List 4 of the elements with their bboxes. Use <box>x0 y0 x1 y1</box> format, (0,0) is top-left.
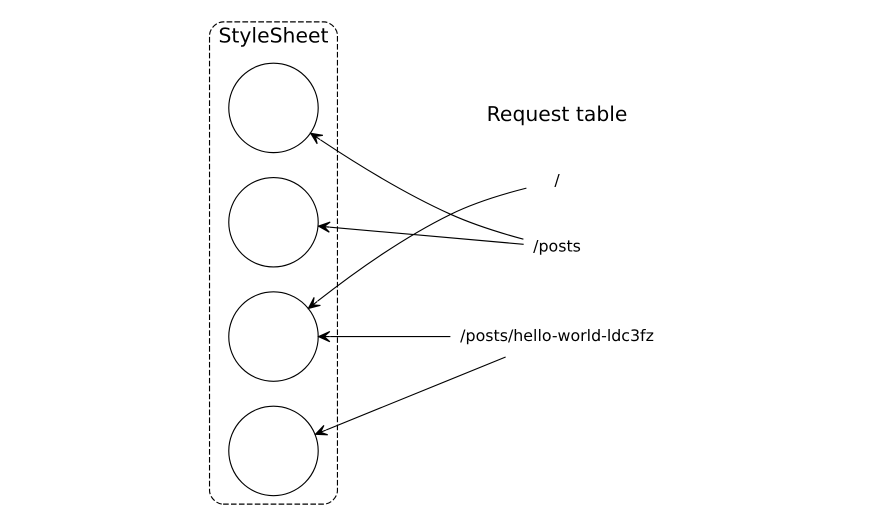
node-text: /posts/hello-world-ldc3fz <box>460 326 654 345</box>
label: Request table <box>486 102 628 126</box>
node-text: /posts <box>533 236 581 256</box>
node-text: / <box>554 170 560 190</box>
